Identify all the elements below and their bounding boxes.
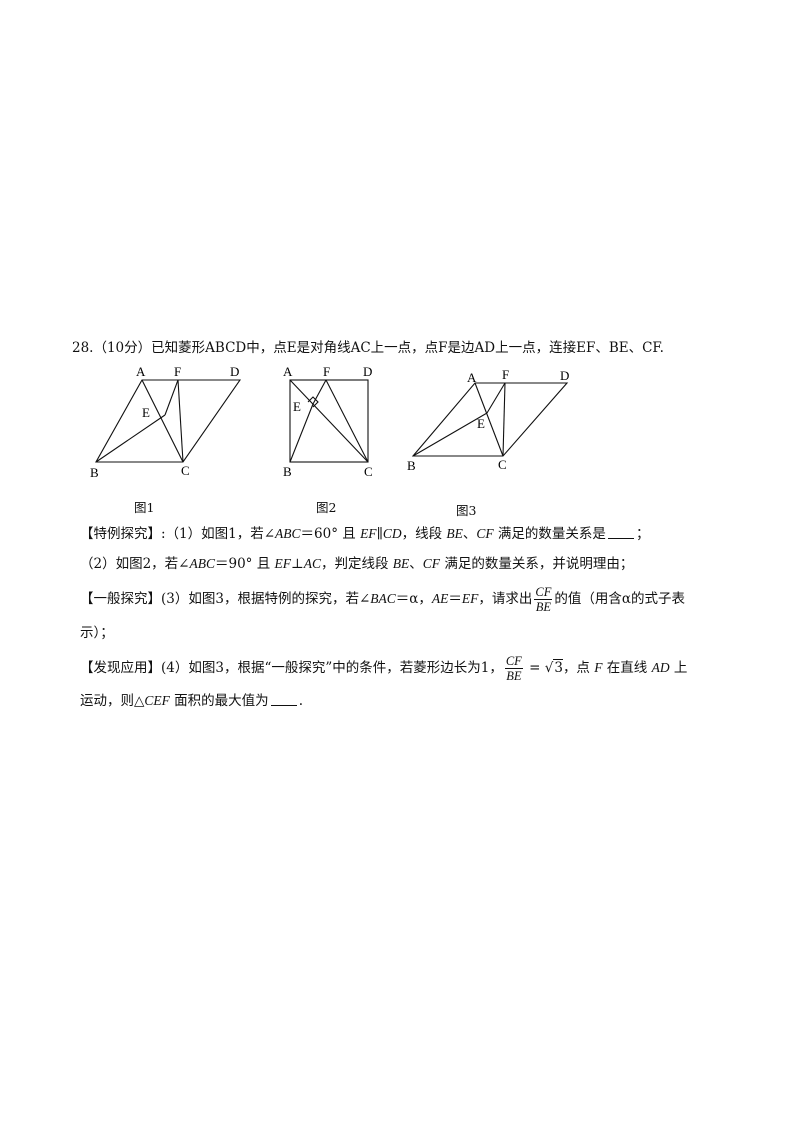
fig3-label-e: E <box>477 416 485 431</box>
q3-bac: BAC <box>370 591 396 606</box>
question-4-line2: 运动，则△CEF 面积的最大值为. <box>80 692 303 710</box>
q1-parallel: ∥ <box>376 526 383 542</box>
fig2-label-c: C <box>364 464 373 479</box>
q4-prefix: 【发现应用】(4）如图3，根据“一般探究”中的条件，若菱形边长为1， <box>80 660 503 676</box>
q2-be: BE <box>392 556 410 571</box>
q2-end: 满足的数量关系，并说明理由； <box>440 556 634 572</box>
q1-cf: CF <box>476 526 494 541</box>
q4-cef: CEF <box>144 693 170 708</box>
q1-mid: ＝60° 且 <box>300 526 361 542</box>
fig1-caption: 图1 <box>134 500 155 515</box>
fig3-caption: 图3 <box>456 503 477 518</box>
fig2-label-b: B <box>283 464 292 479</box>
q3-mid2: ，请求出 <box>478 591 533 607</box>
q4-mid: ，点 <box>562 660 595 676</box>
q4-sqrt-symbol: √ <box>544 660 554 676</box>
figure-2: A F D E B C <box>283 364 373 479</box>
q4-frac-den: BE <box>506 669 522 683</box>
q4-f: F <box>594 660 603 675</box>
q2-perp: ⊥ <box>291 556 304 572</box>
q4-ad: AD <box>651 660 670 675</box>
fig2-label-d: D <box>363 364 372 379</box>
q1-mid2: ，线段 <box>401 526 447 542</box>
q1-ef: EF <box>360 526 377 541</box>
fig3-label-b: B <box>407 458 416 473</box>
fig2-caption: 图2 <box>316 500 337 515</box>
figure-1: A F D E B C <box>90 364 242 480</box>
fig2-label-f: F <box>323 364 330 379</box>
fig1-label-a: A <box>136 364 146 379</box>
q4-end: 上 <box>669 660 688 676</box>
q3-ef: EF <box>461 591 479 606</box>
fig1-label-f: F <box>174 364 181 379</box>
question-2: （2）如图2，若∠ABC＝90° 且 EF⊥AC，判定线段 BE、CF 满足的数… <box>80 555 633 573</box>
q3-end: 的值（用含α的式子表 <box>554 591 685 607</box>
fig3-label-d: D <box>560 368 569 383</box>
problem-intro: 28.（10分）已知菱形ABCD中，点E是对角线AC上一点，点F是边AD上一点，… <box>72 340 664 356</box>
q4-line2-b: 面积的最大值为 <box>169 693 269 709</box>
q1-abc: ABC <box>275 526 301 541</box>
q1-sep: 、 <box>462 526 477 542</box>
q1-tail: ； <box>635 526 650 542</box>
q4-line2-end: . <box>298 693 303 709</box>
fig3-label-a: A <box>467 370 477 385</box>
q1-be: BE <box>446 526 463 541</box>
q4-frac-num: CF <box>504 654 523 669</box>
q2-cf: CF <box>422 556 441 571</box>
q4-line2-a: 运动，则△ <box>80 693 145 709</box>
q3-frac-den: BE <box>535 600 552 614</box>
q2-ac: AC <box>303 556 321 571</box>
fig3-label-c: C <box>498 457 507 472</box>
q4-eq: = <box>524 660 545 676</box>
q2-mid2: ，判定线段 <box>320 556 393 572</box>
q3-prefix: 【一般探究】(3）如图3，根据特例的探究，若∠ <box>80 591 371 607</box>
q2-sep: 、 <box>409 556 423 572</box>
q3-mid: ＝α， <box>395 591 432 607</box>
figure-3: A F D E B C <box>407 367 569 473</box>
q1-answer-blank[interactable] <box>607 526 634 539</box>
fig1-label-b: B <box>90 465 99 480</box>
q2-prefix: （2）如图2，若∠ <box>80 556 190 572</box>
question-3-line2: 示）； <box>80 625 114 641</box>
q2-ef: EF <box>274 556 292 571</box>
q3-frac-num: CF <box>534 585 553 600</box>
q4-answer-blank[interactable] <box>270 693 297 706</box>
q3-ae: AE <box>431 591 449 606</box>
q4-sqrt-value: 3 <box>553 659 563 676</box>
fig3-label-f: F <box>502 367 509 382</box>
q1-end: 满足的数量关系是 <box>493 526 606 542</box>
q2-abc: ABC <box>189 556 216 571</box>
fig2-label-e: E <box>293 399 301 414</box>
fig1-label-e: E <box>142 405 150 420</box>
q4-mid2: 在直线 <box>602 660 652 676</box>
fig1-label-c: C <box>181 463 190 478</box>
fig2-label-a: A <box>283 364 293 379</box>
fig1-label-d: D <box>230 364 239 379</box>
q2-mid: ＝90° 且 <box>215 556 275 572</box>
q1-prefix: 【特例探究】:（1）如图1，若∠ <box>80 526 276 542</box>
q1-cd: CD <box>382 526 402 541</box>
question-1: 【特例探究】:（1）如图1，若∠ABC＝60° 且 EF∥CD，线段 BE、CF… <box>80 525 649 543</box>
q3-eq: ＝ <box>448 591 462 607</box>
